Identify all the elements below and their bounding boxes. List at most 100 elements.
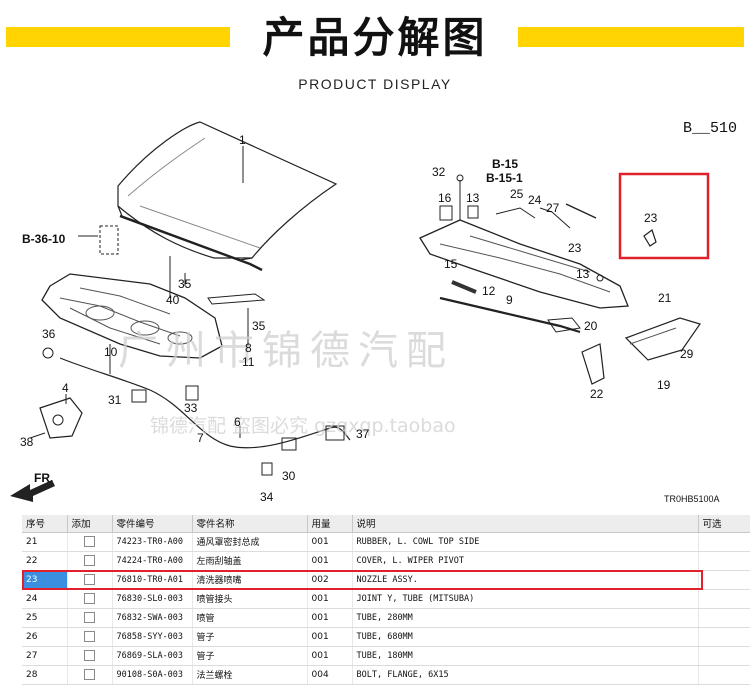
add-checkbox[interactable] [84, 536, 95, 547]
table-row[interactable]: 26 76858-SYY-003 管子 001 TUBE, 680MM [22, 627, 750, 647]
cell-part-no: 76858-SYY-003 [112, 627, 193, 647]
callout-24: 24 [528, 193, 542, 207]
parts-table: 序号 添加 零件编号 零件名称 用量 说明 可选 21 74223-TR0-A0… [22, 515, 750, 685]
cell-desc: RUBBER, L. COWL TOP SIDE [352, 532, 699, 552]
cell-optional [698, 551, 750, 571]
watermark-line-1: 广州市锦德汽配 [118, 328, 454, 374]
cell-qty: 001 [307, 627, 353, 647]
cell-optional [698, 627, 750, 647]
callout-23a: 23 [644, 211, 658, 225]
col-optional[interactable]: 可选 [698, 515, 750, 533]
cell-seq: 28 [22, 665, 68, 685]
cell-desc: JOINT Y, TUBE (MITSUBA) [352, 589, 699, 609]
callout-31: 31 [108, 393, 122, 407]
add-checkbox[interactable] [84, 593, 95, 604]
callout-32: 32 [432, 165, 446, 179]
cell-qty: 001 [307, 608, 353, 628]
callout-20: 20 [584, 319, 598, 333]
cell-desc: COVER, L. WIPER PIVOT [352, 551, 699, 571]
add-checkbox[interactable] [84, 650, 95, 661]
callout-4: 4 [62, 381, 69, 395]
ref-b-15-1: B-15-1 [486, 171, 523, 185]
release-cable-part [59, 357, 351, 449]
table-row[interactable]: 27 76869-SLA-003 管子 001 TUBE, 180MM [22, 646, 750, 666]
col-seq[interactable]: 序号 [22, 515, 68, 533]
fr-label: FR. [34, 471, 53, 485]
col-desc[interactable]: 说明 [352, 515, 699, 533]
callout-36: 36 [42, 327, 56, 341]
hood-seal-part [119, 214, 263, 272]
add-checkbox[interactable] [84, 555, 95, 566]
table-header-row: 序号 添加 零件编号 零件名称 用量 说明 可选 [22, 515, 750, 533]
callout-8: 8 [245, 341, 252, 355]
cell-part-name: 左雨刮轴盖 [192, 551, 308, 571]
callout-30: 30 [282, 469, 296, 483]
callout-13a: 13 [466, 191, 480, 205]
cell-seq: 21 [22, 532, 68, 552]
cell-optional [698, 570, 750, 590]
cell-seq-selected[interactable]: 23 [22, 570, 68, 590]
table-row-selected[interactable]: 23 76810-TR0-A01 清洗器喷嘴 002 NOZZLE ASSY. [22, 570, 750, 590]
cell-optional [698, 532, 750, 552]
exploded-diagram: 广州市锦德汽配 锦德汽配 盗图必究 gzqxqp.taobao B__510 B… [0, 108, 750, 512]
callout-23b: 23 [568, 241, 582, 255]
add-checkbox[interactable] [84, 669, 95, 680]
cell-desc: BOLT, FLANGE, 6X15 [352, 665, 699, 685]
callout-38: 38 [20, 435, 34, 449]
cell-qty: 002 [307, 570, 353, 590]
cell-desc: TUBE, 680MM [352, 627, 699, 647]
figure-code: TR0HB5100A [664, 494, 720, 504]
banner-bar-right [518, 27, 744, 47]
col-qty[interactable]: 用量 [307, 515, 353, 533]
callout-33: 33 [184, 401, 198, 415]
table-row[interactable]: 21 74223-TR0-A00 通风罩密封总成 001 RUBBER, L. … [22, 532, 750, 552]
callout-13b: 13 [576, 267, 590, 281]
callout-35a: 35 [178, 277, 192, 291]
cell-optional [698, 589, 750, 609]
cell-part-no: 90108-S0A-003 [112, 665, 193, 685]
callout-29: 29 [680, 347, 694, 361]
callout-15: 15 [444, 257, 458, 271]
cell-part-name: 通风罩密封总成 [192, 532, 308, 552]
cell-seq: 27 [22, 646, 68, 666]
cell-part-no: 76810-TR0-A01 [112, 570, 193, 590]
cowl-seal-part [439, 296, 581, 334]
cell-qty: 001 [307, 551, 353, 571]
cell-qty: 001 [307, 532, 353, 552]
table-row[interactable]: 24 76830-SL0-003 喷管接头 001 JOINT Y, TUBE … [22, 589, 750, 609]
ref-b-36-10: B-36-10 [22, 232, 66, 246]
add-checkbox[interactable] [84, 574, 95, 585]
col-add[interactable]: 添加 [67, 515, 113, 533]
cell-desc: TUBE, 180MM [352, 646, 699, 666]
cell-qty: 004 [307, 665, 353, 685]
page-title: 产品分解图 [262, 13, 488, 62]
col-part-no[interactable]: 零件编号 [112, 515, 193, 533]
add-checkbox[interactable] [84, 631, 95, 642]
washer-nozzle-part [643, 229, 657, 247]
callout-22: 22 [590, 387, 604, 401]
cell-part-name: 喷管接头 [192, 589, 308, 609]
cell-desc: TUBE, 280MM [352, 608, 699, 628]
cell-optional [698, 608, 750, 628]
cell-part-name: 管子 [192, 646, 308, 666]
callout-40: 40 [166, 293, 180, 307]
callout-11: 11 [242, 355, 255, 369]
callout-21: 21 [658, 291, 672, 305]
cell-seq: 22 [22, 551, 68, 571]
hood-part [117, 121, 338, 259]
table-row[interactable]: 28 90108-S0A-003 法兰螺栓 004 BOLT, FLANGE, … [22, 665, 750, 685]
add-checkbox[interactable] [84, 612, 95, 623]
watermark-line-2: 锦德汽配 盗图必究 gzqxqp.taobao [150, 415, 456, 437]
cell-seq: 25 [22, 608, 68, 628]
table-row[interactable]: 22 74224-TR0-A00 左雨刮轴盖 001 COVER, L. WIP… [22, 551, 750, 571]
col-part-name[interactable]: 零件名称 [192, 515, 308, 533]
callout-37: 37 [356, 427, 370, 441]
callout-34: 34 [260, 490, 274, 504]
diagram-page-ref: B__510 [683, 120, 737, 137]
diagram-drawing: 广州市锦德汽配 锦德汽配 盗图必究 gzqxqp.taobao B__510 B… [10, 120, 737, 504]
cell-optional [698, 665, 750, 685]
table-row[interactable]: 25 76832-SWA-003 喷管 001 TUBE, 280MM [22, 608, 750, 628]
page-subtitle: PRODUCT DISPLAY [298, 76, 452, 92]
callout-35b: 35 [252, 319, 266, 333]
callout-10: 10 [104, 345, 118, 359]
